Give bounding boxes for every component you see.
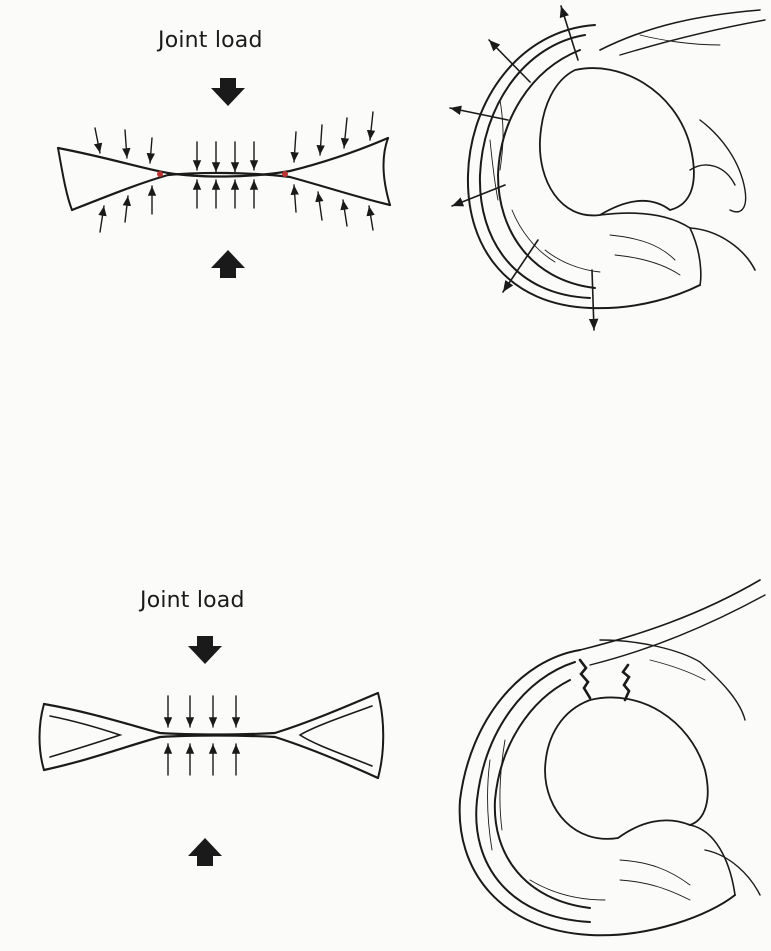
compression-arrows-top — [168, 696, 236, 727]
femur-surface-line — [58, 138, 388, 177]
top-load-diagram — [58, 78, 390, 278]
bottom-load-diagram — [40, 636, 384, 866]
compression-arrows-bottom — [100, 180, 373, 232]
load-arrow-down-icon — [211, 78, 245, 106]
compression-arrows-bottom — [168, 744, 236, 775]
right-wedge-end — [384, 138, 390, 205]
top-meniscus-illustration — [450, 6, 765, 330]
radial-tear-mark — [623, 665, 629, 700]
compression-arrows-top — [95, 112, 373, 172]
tibia-surface-line — [72, 173, 390, 210]
left-wedge-end — [58, 148, 72, 210]
load-arrow-up-icon — [211, 250, 245, 278]
load-arrow-up-icon — [188, 838, 222, 866]
load-arrow-down-icon — [188, 636, 222, 664]
bottom-torn-meniscus-illustration — [460, 580, 765, 935]
radial-tear-mark — [580, 660, 590, 698]
